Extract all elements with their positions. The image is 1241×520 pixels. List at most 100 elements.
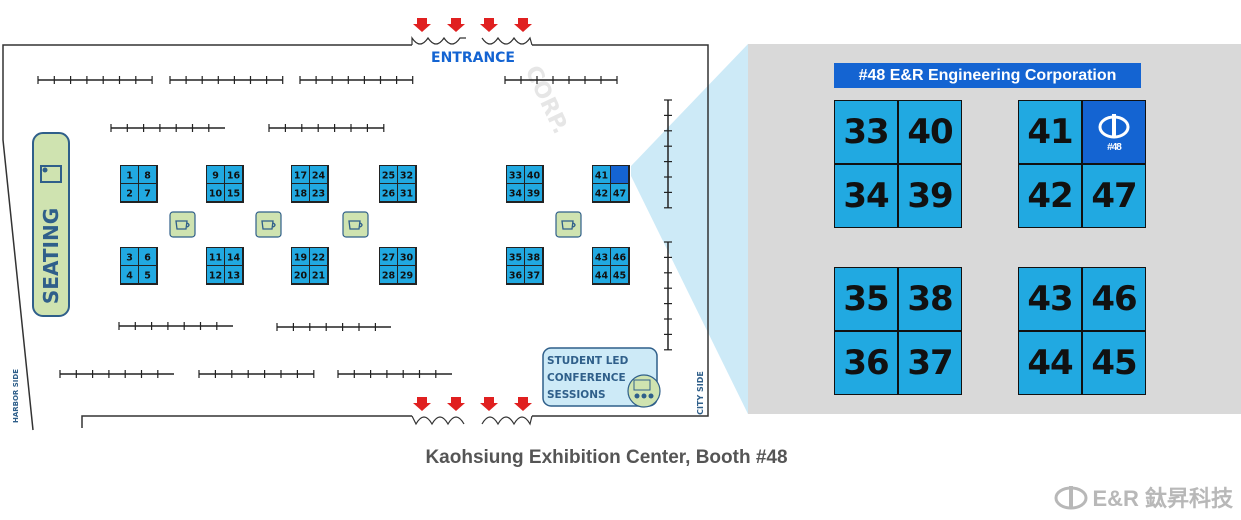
booth-number: 1 <box>126 171 133 182</box>
booth-number: 10 <box>209 189 223 200</box>
entrance-arrow-icon <box>447 397 465 411</box>
booth-cell <box>121 248 138 265</box>
booth-cell <box>225 266 242 283</box>
entrance-arrow-icon <box>447 18 465 32</box>
booth-cell <box>525 266 542 283</box>
booth-number: 34 <box>509 189 523 200</box>
coffee-cup-icon <box>261 220 276 230</box>
booth-number: 40 <box>527 171 541 182</box>
zoom-booth-number: 38 <box>899 268 961 330</box>
booth-number: 28 <box>382 271 396 282</box>
booth-number: 31 <box>400 189 413 200</box>
sessions-line-1: STUDENT LED <box>547 355 629 367</box>
hall-outline <box>2 44 709 431</box>
booth-number: 23 <box>312 189 325 200</box>
booth-cell <box>292 266 309 283</box>
booth-cell <box>611 248 628 265</box>
booth-cell <box>507 248 524 265</box>
zoom-booth-number: 41 <box>1019 101 1081 163</box>
entrance-arrow-icon <box>413 397 431 411</box>
booth-cell <box>139 184 156 201</box>
booth-cell <box>398 248 415 265</box>
booth-cell <box>310 184 327 201</box>
city-side-label: CITY SIDE <box>696 371 705 415</box>
caption: Kaohsiung Exhibition Center, Booth #48 <box>425 447 788 468</box>
entrance-doors-top <box>411 36 533 46</box>
booth-cell <box>207 266 224 283</box>
entrance-label: ENTRANCE <box>431 50 515 66</box>
zoom-booth-48-label: #48 <box>1107 141 1122 153</box>
entrance-arrows <box>413 18 532 411</box>
zoom-booth-number: 40 <box>899 101 961 163</box>
entrance-arrow-icon <box>413 18 431 32</box>
booth-number: 46 <box>613 253 627 264</box>
booth-number: 12 <box>209 271 222 282</box>
booth-cell <box>310 166 327 183</box>
zoom-title: #48 E&R Engineering Corporation <box>834 63 1141 88</box>
booth-cell <box>207 248 224 265</box>
booth-cell <box>380 184 397 201</box>
booth-cell <box>380 248 397 265</box>
booth-divider-lines <box>37 76 672 378</box>
zoom-connector <box>631 44 748 414</box>
booth-48-highlight <box>611 166 628 183</box>
zoom-booth-number: 47 <box>1083 165 1145 227</box>
booth-cell <box>292 166 309 183</box>
booth-number: 43 <box>595 253 608 264</box>
booth-number: 41 <box>595 171 608 182</box>
zoom-booth-number: 33 <box>835 101 897 163</box>
zoom-booth-number: 34 <box>835 165 897 227</box>
booth-cell <box>611 184 628 201</box>
audience-icon <box>627 374 661 408</box>
booth-number: 24 <box>312 171 326 182</box>
booth-cell <box>292 248 309 265</box>
harbor-side-label: HARBOR SIDE <box>12 369 20 423</box>
booth-number: 15 <box>227 189 240 200</box>
zoom-booth-number: 39 <box>899 165 961 227</box>
booth-number: 39 <box>527 189 540 200</box>
booth-number: 26 <box>382 189 396 200</box>
booth-number: 14 <box>227 253 241 264</box>
booth-number: 27 <box>382 253 395 264</box>
booth-number: 6 <box>144 253 151 264</box>
sessions-line-3: SESSIONS <box>547 389 606 401</box>
booth-cell <box>139 166 156 183</box>
zoom-booth-number: 45 <box>1083 332 1145 394</box>
zoom-booth-number: 36 <box>835 332 897 394</box>
booth-cell <box>139 266 156 283</box>
booth-number: 32 <box>400 171 413 182</box>
coffee-station <box>555 211 582 238</box>
booth-number: 37 <box>527 271 540 282</box>
booth-cell <box>380 166 397 183</box>
booth-cell <box>225 248 242 265</box>
brand-mark-icon <box>1098 113 1130 138</box>
booth-number: 4 <box>126 271 133 282</box>
entrance-arrow-icon <box>480 397 498 411</box>
booth-cell <box>593 184 610 201</box>
booth-number: 38 <box>527 253 541 264</box>
coffee-station <box>169 211 196 238</box>
booth-cell <box>525 248 542 265</box>
booth-number: 21 <box>312 271 325 282</box>
booth-cell <box>398 184 415 201</box>
booth-number: 13 <box>227 271 240 282</box>
booth-cell <box>292 184 309 201</box>
sessions-line-2: CONFERENCE <box>547 372 626 384</box>
booth-cell <box>507 266 524 283</box>
booth-cell <box>310 248 327 265</box>
booth-cell <box>121 266 138 283</box>
coffee-cup-icon <box>561 220 576 230</box>
booth-number: 36 <box>509 271 523 282</box>
booth-number: 42 <box>595 189 608 200</box>
booth-cell <box>310 266 327 283</box>
booth-cell <box>507 166 524 183</box>
watermark-text: CORP. <box>520 62 573 138</box>
booth-cell <box>525 166 542 183</box>
zoom-booth-number: 44 <box>1019 332 1081 394</box>
booth-cell <box>525 184 542 201</box>
booth-cell <box>207 184 224 201</box>
